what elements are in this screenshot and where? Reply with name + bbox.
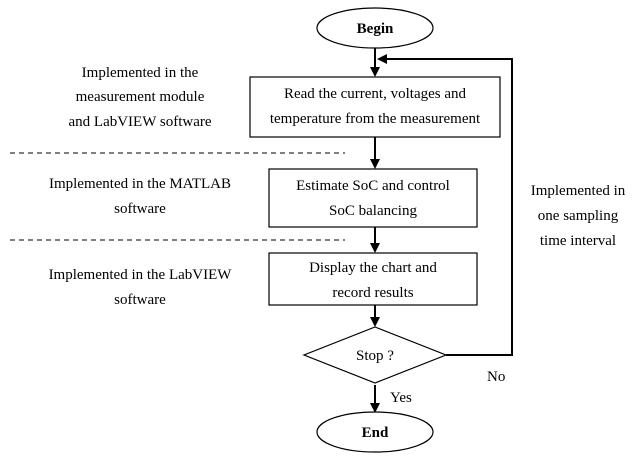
end-terminator — [316, 411, 434, 453]
annotation-measurement-line-1: Implemented in the — [82, 65, 199, 81]
arrow-no-loop — [377, 54, 513, 356]
display-process-line-1: Display the chart and — [309, 260, 437, 276]
end-label: End — [362, 425, 389, 441]
stop-decision-label: Stop ? — [356, 348, 394, 364]
display-process-line-2: record results — [332, 285, 413, 301]
annotation-interval-line-1: Implemented in — [531, 183, 626, 199]
begin-label: Begin — [357, 21, 394, 37]
estimate-process-line-1: Estimate SoC and control — [296, 178, 450, 194]
estimate-process-line-2: SoC balancing — [329, 203, 417, 219]
read-process-text: Read the current, voltages and temperatu… — [270, 86, 481, 127]
display-process-box — [268, 252, 478, 306]
begin-terminator — [316, 7, 434, 49]
read-process-line-1: Read the current, voltages and — [284, 86, 467, 102]
stop-decision-diamond — [302, 326, 448, 384]
read-process-box — [249, 76, 501, 138]
annotation-matlab-line-2: software — [114, 201, 166, 217]
annotation-labview-line-2: software — [114, 292, 166, 308]
annotation-labview-line-1: Implemented in the LabVIEW — [49, 267, 233, 283]
annotation-measurement-line-3: and LabVIEW software — [69, 114, 212, 130]
annotation-measurement-line-2: measurement module — [76, 89, 205, 105]
annotation-interval-line-3: time interval — [540, 233, 616, 249]
no-edge-label: No — [487, 369, 505, 385]
read-process-line-2: temperature from the measurement — [270, 111, 481, 127]
yes-edge-label: Yes — [390, 390, 412, 406]
annotation-interval-line-2: one sampling — [538, 208, 619, 224]
estimate-process-box — [268, 168, 478, 228]
annotation-matlab-line-1: Implemented in the MATLAB — [49, 176, 231, 192]
